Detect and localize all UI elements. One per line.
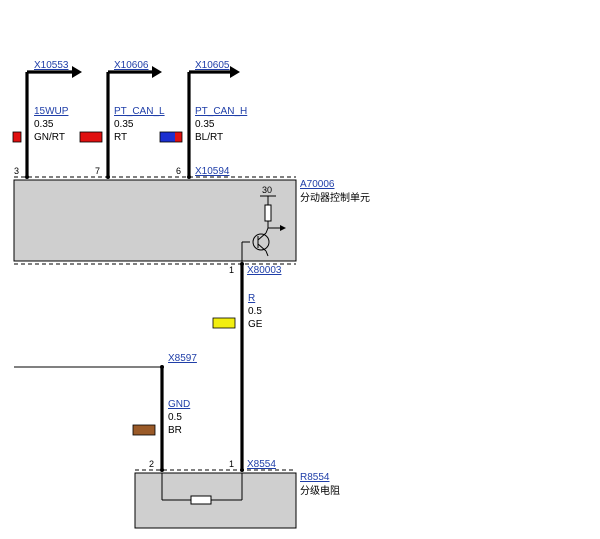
- connector-x8597-link[interactable]: X8597: [168, 353, 197, 364]
- color-swatch-red: [12, 131, 22, 143]
- color-swatch-blue-red: [159, 131, 183, 143]
- module-a70006-id[interactable]: A70006: [300, 179, 335, 190]
- wire-gnd-color: BR: [168, 425, 182, 436]
- connector-x10606-link[interactable]: X10606: [114, 60, 149, 71]
- arrow-x10605: [189, 66, 240, 78]
- wire-pt-can-l-color: RT: [114, 132, 127, 143]
- arrow-x10606: [108, 66, 162, 78]
- wire-gnd-name[interactable]: GND: [168, 399, 190, 410]
- resistor-r8554-desc: 分级电阻: [300, 484, 340, 497]
- wire-pt-can-h-name[interactable]: PT_CAN_H: [195, 106, 247, 117]
- pin-7: 7: [95, 166, 100, 176]
- wire-15wup-color: GN/RT: [34, 132, 65, 143]
- transistor-symbol: 30: [241, 185, 286, 264]
- wire-pt-can-l-size: 0.35: [114, 119, 134, 130]
- wire-15wup-size: 0.35: [34, 119, 54, 130]
- wire-pt-can-h-color: BL/RT: [195, 132, 223, 143]
- wire-r-name[interactable]: R: [248, 293, 255, 304]
- wire-pt-can-h-size: 0.35: [195, 119, 215, 130]
- resistor-r8554-id[interactable]: R8554: [300, 472, 330, 483]
- wire-r-size: 0.5: [248, 306, 262, 317]
- color-swatch-yellow: [212, 317, 236, 329]
- pin-3: 3: [14, 166, 19, 176]
- pin-6: 6: [176, 166, 181, 176]
- wire-pt-can-l-name[interactable]: PT_CAN_L: [114, 106, 165, 117]
- connector-x10553-link[interactable]: X10553: [34, 60, 69, 71]
- pin-2-resistor: 2: [149, 459, 154, 469]
- resistor-symbol: [161, 473, 243, 505]
- arrow-x10553: [27, 66, 82, 78]
- connector-x10594-link[interactable]: X10594: [195, 166, 230, 177]
- svg-text:30: 30: [262, 185, 272, 195]
- connector-x80003-link[interactable]: X80003: [247, 265, 282, 276]
- wire-r-color: GE: [248, 319, 263, 330]
- color-swatch-brown: [132, 424, 156, 436]
- pin-1-module: 1: [229, 265, 234, 275]
- connector-x8554-link[interactable]: X8554: [247, 459, 276, 470]
- connector-x10605-link[interactable]: X10605: [195, 60, 230, 71]
- pin-1-resistor: 1: [229, 459, 234, 469]
- module-a70006-desc: 分动器控制单元: [300, 191, 370, 204]
- wire-gnd-size: 0.5: [168, 412, 182, 423]
- color-swatch-red: [79, 131, 103, 143]
- wire-15wup-name[interactable]: 15WUP: [34, 106, 69, 117]
- module-a70006-box: [13, 179, 297, 262]
